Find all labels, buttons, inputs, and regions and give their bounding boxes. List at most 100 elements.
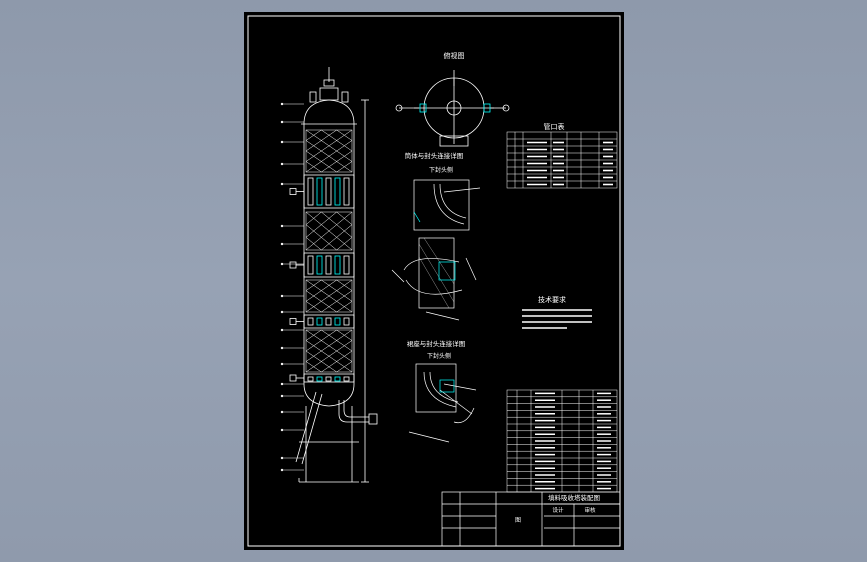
packing-cross — [321, 150, 337, 162]
detail-2-drawing — [408, 363, 477, 443]
distributor-element — [325, 376, 332, 382]
detail-1b-drawing — [391, 237, 477, 321]
packing-cross — [336, 301, 353, 313]
packing-cross — [336, 237, 353, 251]
distributor-element — [307, 317, 314, 326]
leader-dot — [280, 456, 284, 460]
tech-req-text — [522, 309, 592, 329]
detail-1-drawing — [413, 179, 481, 231]
packing-cross — [321, 211, 337, 225]
feed-flange — [289, 261, 297, 269]
packing-cross — [336, 150, 353, 162]
leader-dot — [280, 182, 284, 186]
leader-dot — [280, 140, 284, 144]
detail-2-title: 裙座与封头连接详图 — [407, 339, 466, 348]
packing-cross — [336, 350, 353, 362]
distributor-element — [316, 177, 323, 206]
packing-cross — [336, 340, 353, 352]
nozzle-table — [506, 131, 618, 189]
distributor — [303, 174, 355, 209]
packing-cross — [305, 361, 322, 373]
detail-2-subtitle: 下封头侧 — [427, 352, 451, 360]
packing-cross — [321, 161, 337, 173]
detail-1-subtitle: 下封头侧 — [429, 166, 453, 174]
packing-bed — [305, 129, 353, 173]
leader-dot — [280, 468, 284, 472]
distributor-element — [307, 177, 314, 206]
leader-dot — [280, 120, 284, 124]
title-block — [441, 491, 621, 547]
distributor — [303, 252, 355, 278]
distributor-element — [325, 177, 332, 206]
tower-callouts — [280, 102, 304, 472]
nozzle-table-title: 管口表 — [544, 122, 565, 131]
tech-req-title: 技术要求 — [538, 295, 566, 304]
distributor-element — [343, 177, 350, 206]
packing-bed — [305, 279, 353, 313]
designer-label: 设计 — [552, 506, 564, 514]
feed-flange — [289, 188, 297, 195]
packing-cross — [321, 140, 337, 152]
packing-cross — [321, 290, 337, 302]
leader-dot — [280, 346, 284, 350]
top-view-label: 俯视图 — [444, 51, 465, 60]
packing-cross — [321, 224, 337, 238]
packing-cross — [336, 129, 353, 141]
distributor-element — [343, 376, 350, 382]
packing-cross — [305, 150, 322, 162]
packing-cross — [336, 329, 353, 341]
top-view — [395, 70, 510, 147]
leader-dot — [280, 262, 284, 266]
packing-cross — [305, 340, 322, 352]
leader-dot — [280, 242, 284, 246]
distributor-plates — [289, 174, 355, 383]
distributor-element — [334, 376, 341, 382]
packing-cross — [321, 361, 337, 373]
packing-cross — [321, 129, 337, 141]
parts-list — [506, 389, 618, 493]
packing-cross — [305, 301, 322, 313]
distributor-element — [307, 255, 314, 275]
packing-cross — [305, 329, 322, 341]
tower-elevation — [295, 67, 378, 483]
distributor — [303, 314, 355, 329]
leader-dot — [280, 362, 284, 366]
leader-dot — [280, 102, 284, 106]
leader-dot — [280, 162, 284, 166]
packing-cross — [305, 237, 322, 251]
packing-cross — [336, 224, 353, 238]
packing-cross — [321, 329, 337, 341]
feed-flange — [289, 374, 297, 382]
leader-dot — [280, 328, 284, 332]
distributor-element — [343, 255, 350, 275]
packing-cross — [305, 279, 322, 291]
leader-dot — [280, 394, 284, 398]
packing-cross — [336, 279, 353, 291]
leader-dot — [280, 310, 284, 314]
distributor-element — [325, 317, 332, 326]
distributor-element — [316, 376, 323, 382]
packing-cross — [321, 279, 337, 291]
packing-cross — [336, 161, 353, 173]
drawing-sheet: 俯视图 筒体与封头连接详图 下封头侧 裙座与封头连接详图 下封头侧 — [244, 12, 624, 550]
title-block-scale: 图 — [515, 517, 521, 524]
packing-cross — [336, 140, 353, 152]
packing-cross — [305, 211, 322, 225]
packing-bed — [305, 211, 353, 251]
checker-label: 审核 — [584, 506, 596, 514]
distributor-element — [334, 255, 341, 275]
packing-cross — [336, 290, 353, 302]
packing-cross — [305, 224, 322, 238]
detail-1-title: 筒体与封头连接详图 — [405, 151, 464, 160]
packing-cross — [305, 129, 322, 141]
packing-cross — [321, 301, 337, 313]
distributor-element — [343, 317, 350, 326]
drawing-name: 填料吸收塔装配图 — [548, 493, 600, 502]
packing-cross — [305, 161, 322, 173]
feed-flange — [289, 318, 297, 325]
packing-sections — [305, 129, 353, 373]
packing-cross — [305, 140, 322, 152]
packing-bed — [305, 329, 353, 373]
packing-cross — [336, 361, 353, 373]
packing-cross — [321, 340, 337, 352]
